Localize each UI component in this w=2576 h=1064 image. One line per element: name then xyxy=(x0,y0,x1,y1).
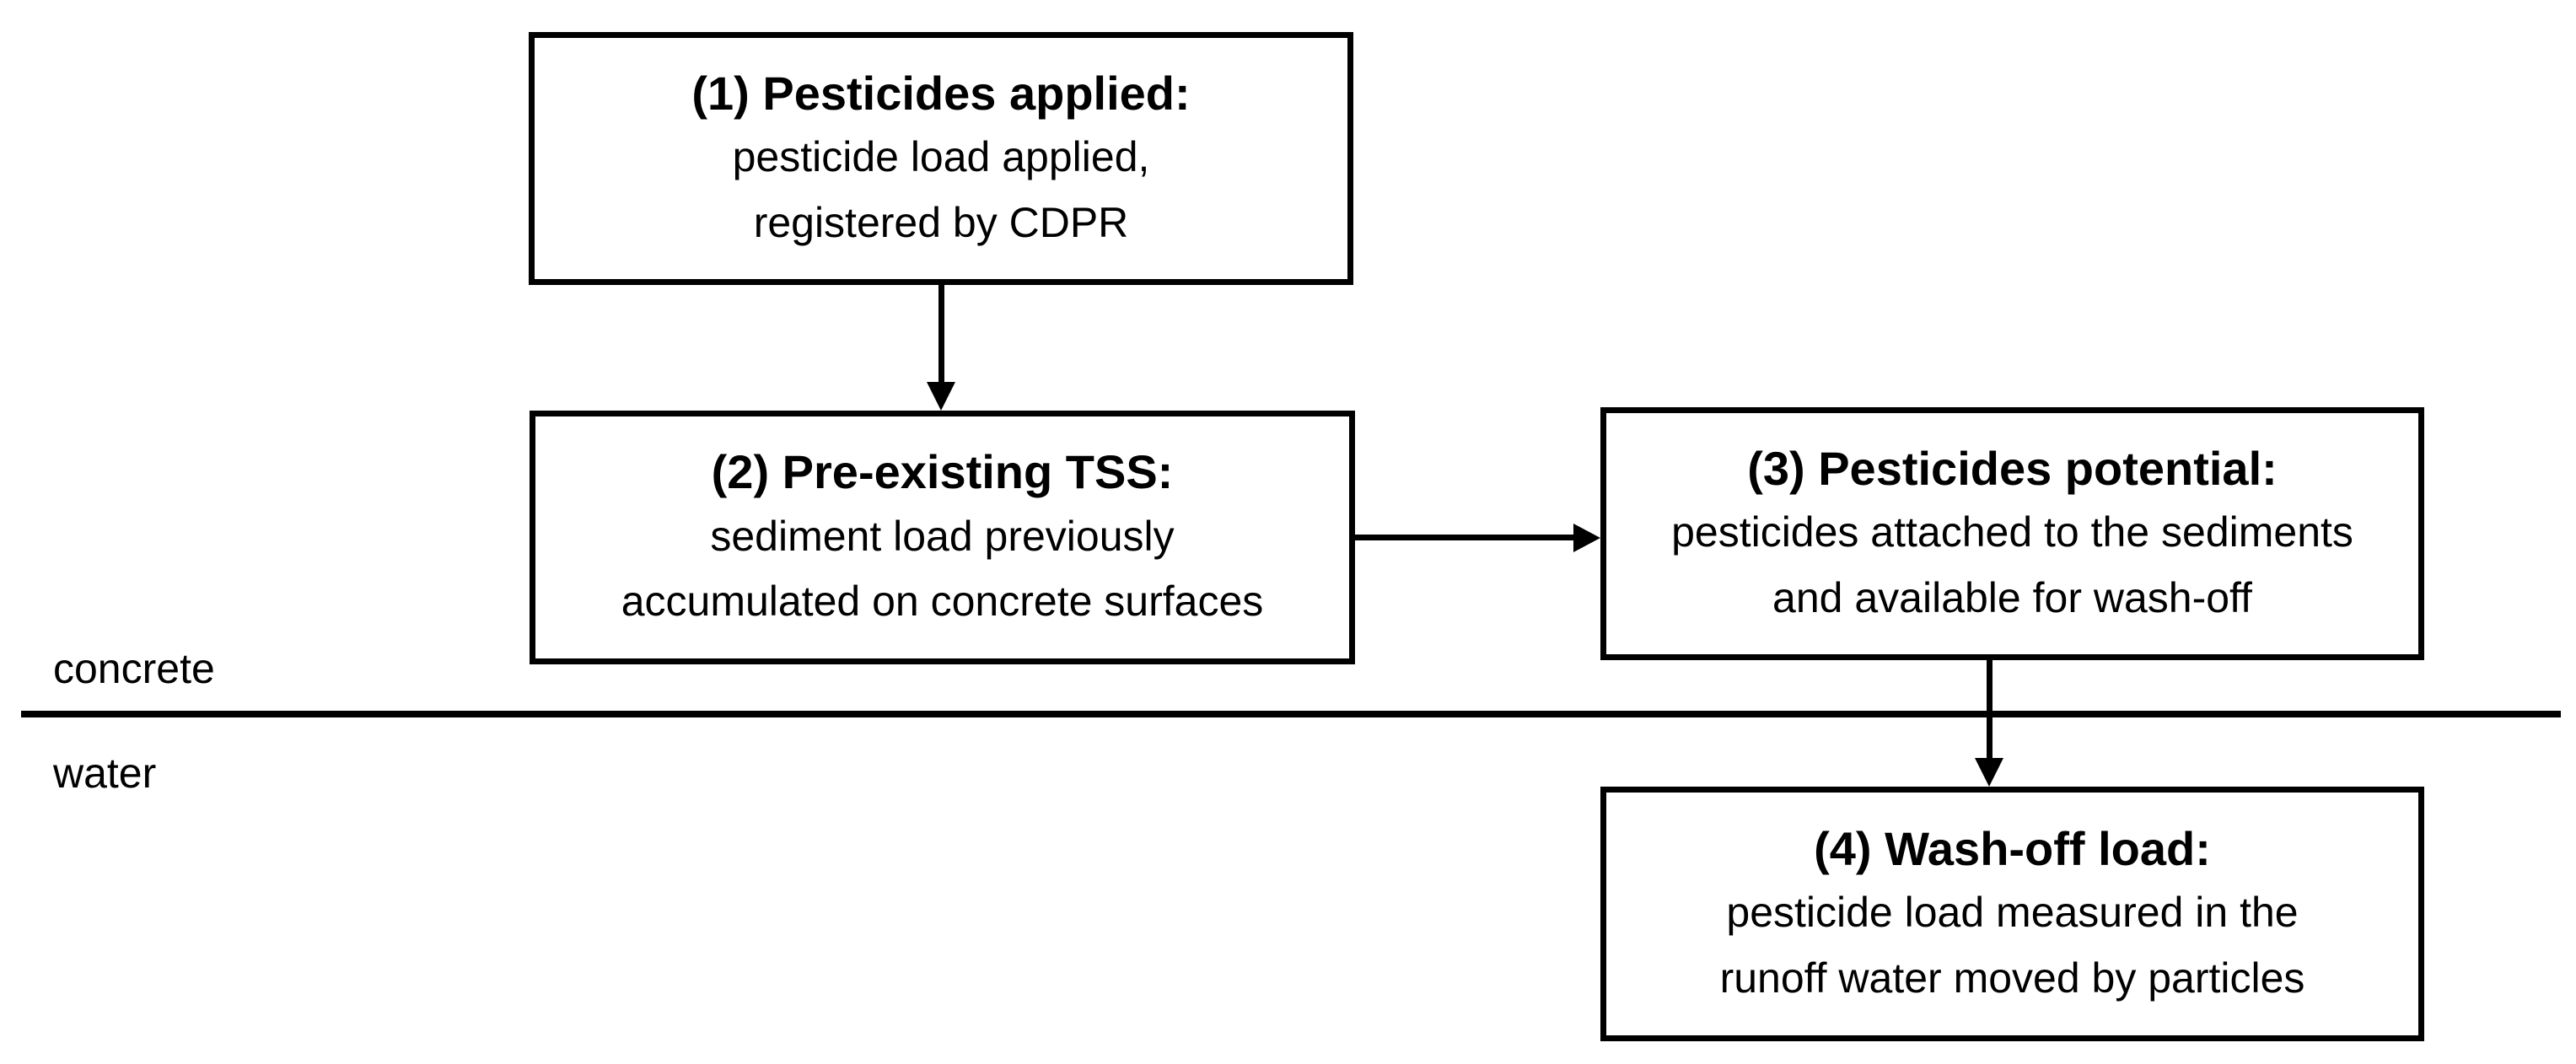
arrowhead-right-icon xyxy=(1573,524,1600,552)
box-pesticides-potential: (3) Pesticides potential: pesticides att… xyxy=(1600,407,2424,660)
box-pre-existing-tss: (2) Pre-existing TSS: sediment load prev… xyxy=(530,411,1355,664)
arrowhead-down-icon xyxy=(1975,758,2003,787)
box-pesticides-applied-title: (1) Pesticides applied: xyxy=(691,66,1191,120)
box-pre-existing-tss-body: sediment load previously accumulated on … xyxy=(621,512,1264,626)
zone-label-water: water xyxy=(53,750,157,797)
box-pesticides-potential-body: pesticides attached to the sediments and… xyxy=(1671,508,2353,621)
box-pesticides-potential-title: (3) Pesticides potential: xyxy=(1747,441,2278,495)
box-wash-off-load-title: (4) Wash-off load: xyxy=(1814,821,2211,875)
concrete-water-divider-line xyxy=(21,711,2561,717)
arrow-line xyxy=(938,284,944,384)
box-wash-off-load-body: pesticide load measured in the runoff wa… xyxy=(1719,889,2305,1002)
box-pesticides-applied-body: pesticide load applied, registered by CD… xyxy=(732,133,1150,246)
box-pesticides-applied: (1) Pesticides applied: pesticide load a… xyxy=(529,32,1353,285)
box-wash-off-load: (4) Wash-off load: pesticide load measur… xyxy=(1600,787,2424,1041)
zone-label-concrete: concrete xyxy=(53,645,215,692)
arrowhead-down-icon xyxy=(927,382,955,411)
box-pre-existing-tss-title: (2) Pre-existing TSS: xyxy=(711,445,1174,499)
arrow-line xyxy=(1987,660,1993,760)
arrow-line xyxy=(1355,535,1575,540)
